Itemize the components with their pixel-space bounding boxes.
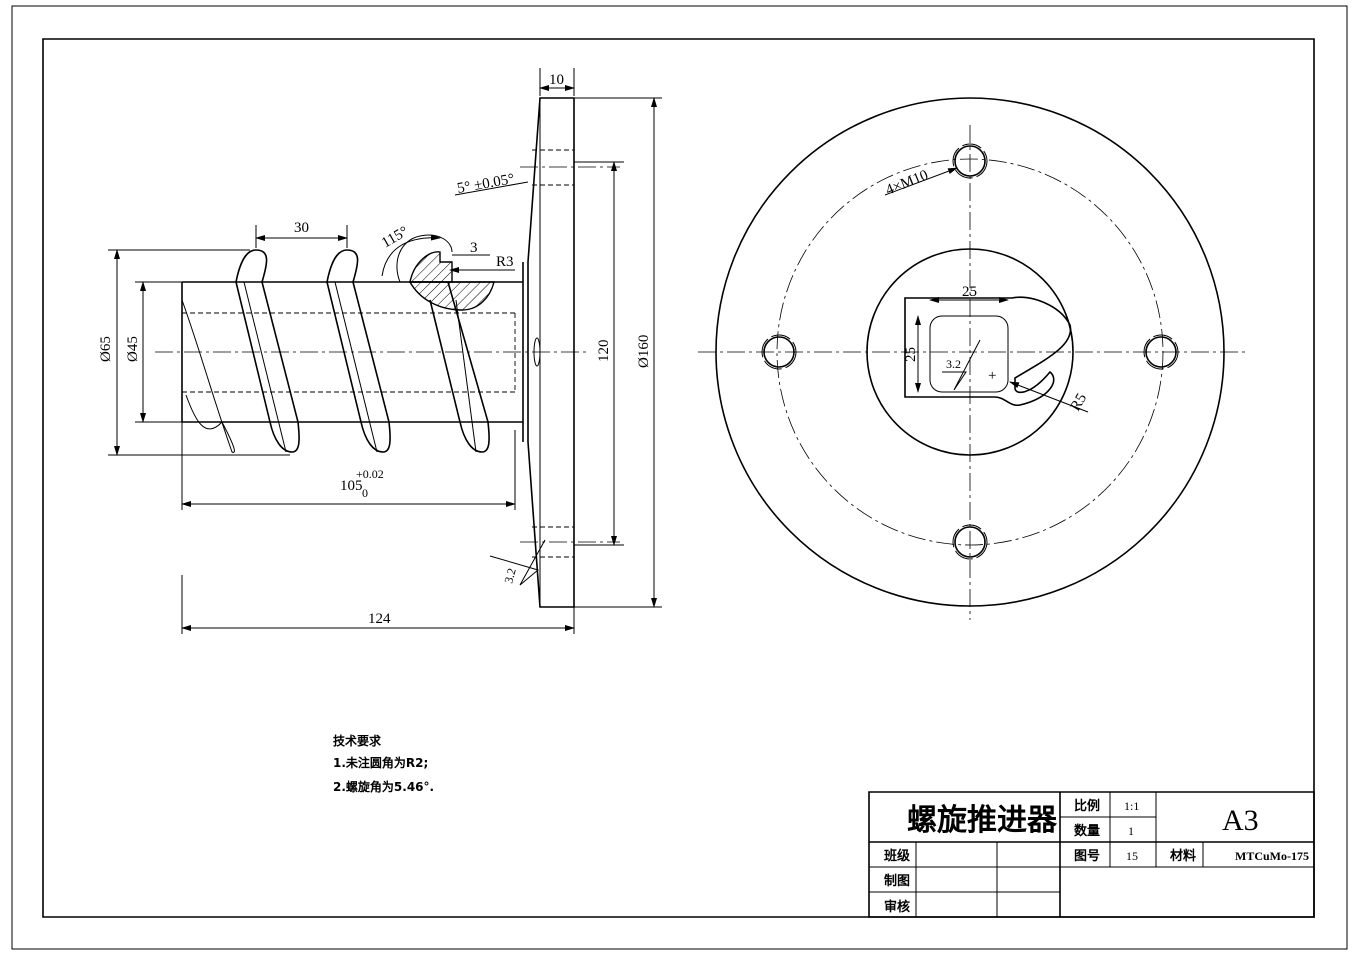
drawing-no-label: 图号 [1074,849,1100,864]
bolt-hole-top-thread [953,144,987,178]
scale-label: 比例 [1074,798,1100,814]
dim-taper-angle: 5° ±0.05° [456,171,516,197]
dim-bolt-circle: 120 [596,340,612,363]
dim-screw-length: 105 [340,478,363,494]
notes-line-2: 2.螺旋角为5.46°. [333,779,434,794]
flange-outer-circle [716,98,1224,606]
notes-heading: 技术要求 [333,733,382,748]
dim-corner-radius-leader [1009,382,1088,412]
bolt-hole-bottom [955,527,985,557]
notes-line-1: 1.未注圆角为R2; [333,755,428,770]
bolt-hole-right-thread [1144,335,1178,369]
bolt-hole-left-thread [762,335,796,369]
title-block-frame [869,792,1314,917]
end-center-mark: + [988,368,996,384]
bolt-hole-left [764,337,794,367]
dim-root-radius: R3 [496,254,514,270]
bolt-hole-top [955,146,985,176]
dim-core-diameter: Ø45 [125,336,141,362]
drawing-title: 螺旋推进器 [907,803,1058,838]
thread-section-hatch [410,252,452,282]
dim-screw-length-lower-tol: 0 [362,486,368,500]
side-view: 10 5° ±0.05° 30 115° 3 R3 Ø65 Ø45 105 [98,68,662,634]
drive-hole-outline [905,297,1071,405]
dim-corner-radius: R5 [1068,391,1091,414]
bolt-circle [777,159,1163,545]
material-value: MTCuMo-175 [1235,849,1309,863]
sheet-size: A3 [1222,804,1259,837]
thread-section-lower [410,282,494,310]
label-holes: 4×M10 [884,167,931,198]
square-drive [930,316,1008,392]
dim-pitch: 30 [294,220,309,236]
quantity-value: 1 [1128,824,1134,838]
dim-thread-depth: 3 [470,240,478,256]
dim-flange-diameter: Ø160 [636,335,652,368]
drawn-label: 制图 [884,873,910,889]
dim-outer-diameter: Ø65 [98,336,114,362]
helical-flights [182,250,489,452]
roughness-symbol-face [490,540,545,585]
dim-taper-leader [455,182,528,195]
roughness-face: 3.2 [501,567,518,585]
dim-screw-length-upper-tol: +0.02 [356,467,384,481]
detail-circle-arc [397,235,452,282]
roughness-symbol-square [942,340,980,390]
end-view: 4×M10 + 25 25 3.2 R5 [698,98,1246,620]
bolt-hole-bottom-thread [953,525,987,559]
roughness-square: 3.2 [946,357,961,371]
dim-holes-leader [885,168,958,195]
class-label: 班级 [884,848,911,864]
sheet-inner-border [43,39,1314,917]
dim-square-height: 25 [903,347,919,362]
dim-square-width: 25 [962,284,977,300]
quantity-label: 数量 [1074,823,1100,839]
checked-label: 审核 [884,899,910,915]
dim-thread-angle: 115° [379,224,411,252]
drawing-no-value: 15 [1126,849,1138,863]
dim-thread-angle-arc [382,234,441,276]
hub-circle [867,249,1073,455]
sheet-outer-border [12,6,1347,949]
flange-outline [528,98,574,607]
scale-value: 1:1 [1124,799,1139,813]
dim-total-length: 124 [368,611,391,627]
material-label: 材料 [1170,848,1196,864]
dim-flange-thickness: 10 [549,72,564,88]
title-block: 螺旋推进器 比例 1:1 数量 1 A3 图号 15 材料 MTCuMo-175… [869,792,1314,917]
technical-notes: 技术要求 1.未注圆角为R2; 2.螺旋角为5.46°. [333,733,434,794]
bolt-hole-right [1146,337,1176,367]
